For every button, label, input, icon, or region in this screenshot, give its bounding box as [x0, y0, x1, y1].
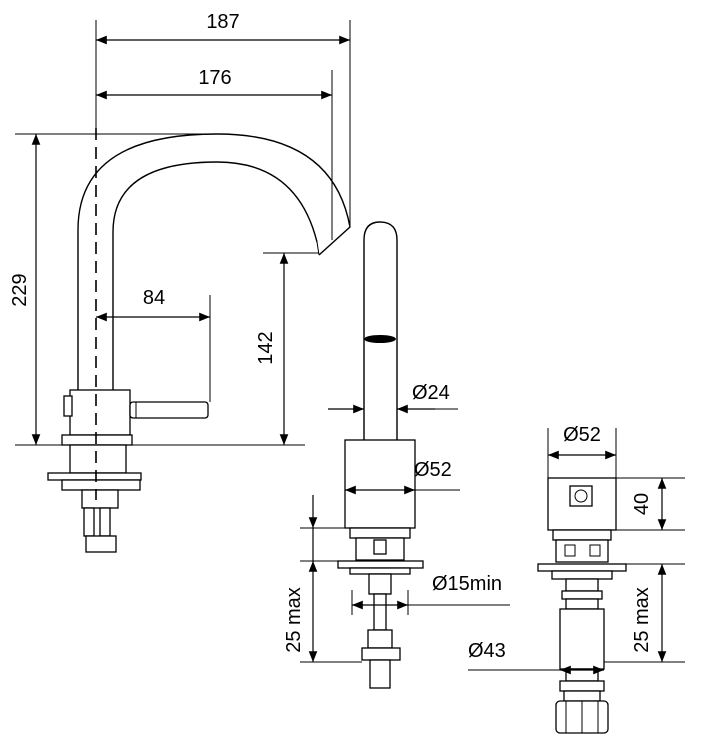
dim-label-25max-right: 25 max: [631, 587, 653, 653]
dim-label-176: 176: [198, 67, 231, 89]
fixing-nut: [81, 489, 119, 509]
front-body: [344, 439, 416, 529]
front-nut: [361, 647, 401, 661]
dim-label-142: 142: [255, 331, 277, 364]
base-plate: [61, 434, 133, 446]
dim-label-d15min: Ø15min: [432, 573, 502, 595]
dim-label-d52-front: Ø52: [414, 459, 452, 481]
detail-thread: [559, 608, 605, 670]
dim-label-84: 84: [143, 287, 165, 309]
spout-outer-profile: [77, 133, 351, 392]
dim-label-40: 40: [631, 493, 653, 515]
lever-handle: [129, 401, 209, 419]
detail-hole: [574, 489, 588, 503]
dim-label-187: 187: [206, 11, 239, 33]
spout-inner-profile: [112, 161, 318, 392]
dim-label-25max-left: 25 max: [283, 587, 305, 653]
front-elevation-view: Ø24 Ø52 Ø15min 25 max: [283, 221, 510, 689]
dim-label-d43: Ø43: [468, 640, 506, 662]
dim-label-229: 229: [9, 273, 31, 306]
dim-label-d52-top: Ø52: [563, 424, 601, 446]
dim-label-d24: Ø24: [412, 382, 450, 404]
body-detail-view: Ø52 40 25 max Ø43: [468, 424, 685, 734]
side-elevation-view: 187 176 229 142 84: [9, 11, 351, 553]
mixer-body: [69, 389, 131, 436]
spout-tube: [363, 221, 398, 440]
